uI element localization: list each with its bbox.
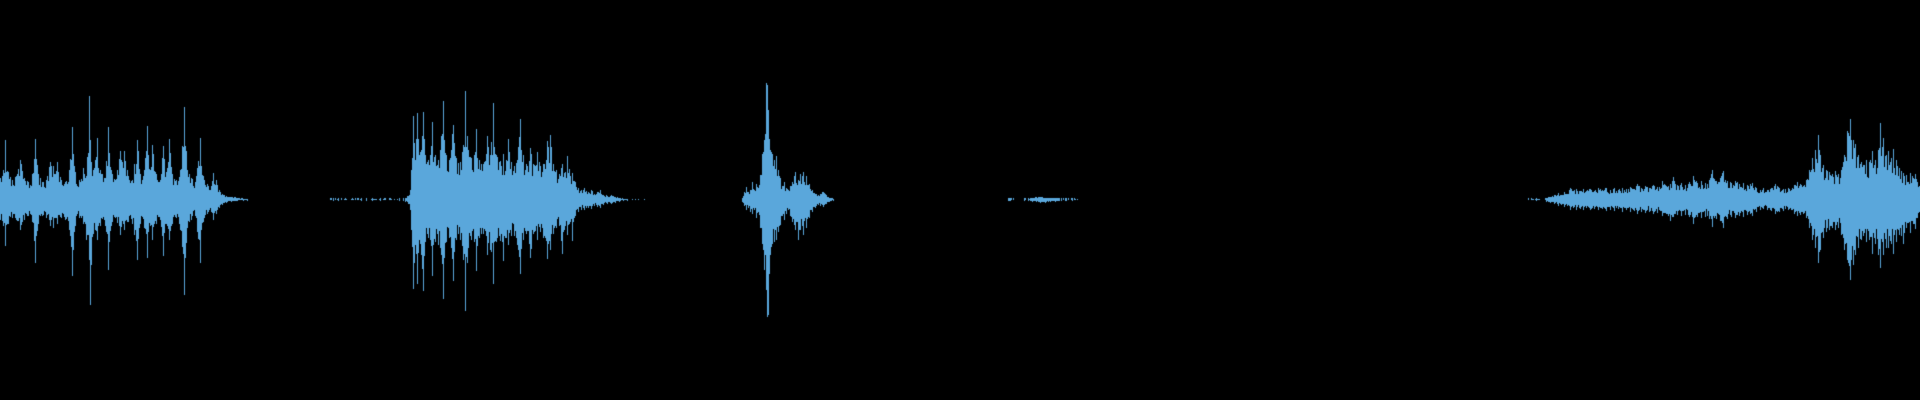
audio-waveform-canvas (0, 0, 1920, 400)
waveform-display (0, 0, 1920, 400)
